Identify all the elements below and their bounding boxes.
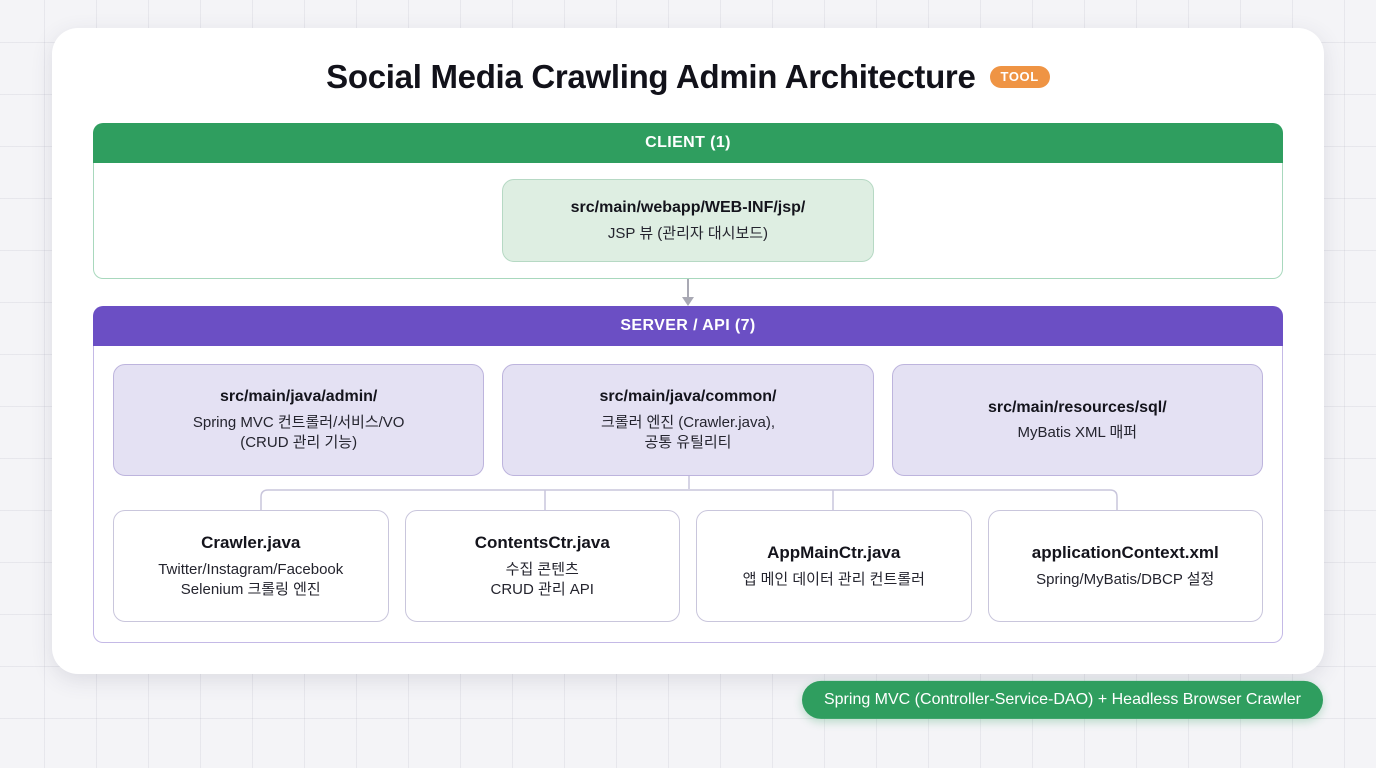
node-title: src/main/webapp/WEB-INF/jsp/ (570, 199, 806, 217)
node-desc: Spring/MyBatis/DBCP 설정 (1036, 570, 1215, 588)
tree-connector-lines (260, 476, 1118, 510)
page-title-row: Social Media Crawling Admin Architecture… (52, 28, 1324, 120)
tree-connectors (113, 476, 1263, 510)
node-desc: 앱 메인 데이터 관리 컨트롤러 (742, 570, 925, 588)
node-title: src/main/java/admin/ (219, 388, 378, 406)
arrow-line (687, 279, 689, 300)
architecture-board: Social Media Crawling Admin Architecture… (52, 28, 1324, 674)
section-client: CLIENT (1) src/main/webapp/WEB-INF/jsp/ … (93, 123, 1283, 279)
node-title: ContentsCtr.java (474, 532, 610, 552)
page-title: Social Media Crawling Admin Architecture (326, 58, 976, 95)
node-java-common[interactable]: src/main/java/common/ 크롤러 엔진 (Crawler.ja… (502, 364, 874, 476)
node-title: Crawler.java (201, 532, 301, 552)
footer-summary-pill: Spring MVC (Controller-Service-DAO) + He… (801, 680, 1323, 720)
node-desc: 크롤러 엔진 (Crawler.java), 공통 유틸리티 (600, 414, 775, 452)
node-applicationcontext-xml[interactable]: applicationContext.xml Spring/MyBatis/DB… (987, 510, 1263, 622)
node-jsp-view[interactable]: src/main/webapp/WEB-INF/jsp/ JSP 뷰 (관리자 … (502, 179, 874, 262)
section-server-heading: SERVER / API (7) (93, 306, 1283, 346)
server-top-row: src/main/java/admin/ Spring MVC 컨트롤러/서비스… (113, 364, 1263, 476)
section-server: SERVER / API (7) src/main/java/admin/ Sp… (93, 306, 1283, 643)
client-to-server-arrow (93, 279, 1283, 306)
node-java-admin[interactable]: src/main/java/admin/ Spring MVC 컨트롤러/서비스… (113, 364, 485, 476)
server-bottom-row: Crawler.java Twitter/Instagram/Facebook … (113, 510, 1263, 622)
section-server-body: src/main/java/admin/ Spring MVC 컨트롤러/서비스… (93, 346, 1283, 643)
node-contentsctr-java[interactable]: ContentsCtr.java 수집 콘텐츠 CRUD 관리 API (404, 510, 680, 622)
tool-badge: TOOL (989, 66, 1050, 88)
section-client-body: src/main/webapp/WEB-INF/jsp/ JSP 뷰 (관리자 … (93, 163, 1283, 279)
sections-container: CLIENT (1) src/main/webapp/WEB-INF/jsp/ … (93, 123, 1283, 643)
section-client-heading: CLIENT (1) (93, 123, 1283, 163)
node-title: src/main/resources/sql/ (987, 398, 1167, 416)
node-title: applicationContext.xml (1031, 542, 1219, 562)
node-desc: Twitter/Instagram/Facebook Selenium 크롤링 … (158, 560, 344, 598)
node-title: AppMainCtr.java (767, 542, 901, 562)
arrow-head-icon (682, 297, 694, 306)
node-desc: MyBatis XML 매퍼 (1017, 424, 1138, 442)
node-crawler-java[interactable]: Crawler.java Twitter/Instagram/Facebook … (113, 510, 389, 622)
node-appmainctr-java[interactable]: AppMainCtr.java 앱 메인 데이터 관리 컨트롤러 (696, 510, 972, 622)
node-desc: JSP 뷰 (관리자 대시보드) (607, 224, 769, 242)
node-title: src/main/java/common/ (599, 388, 777, 406)
node-desc: Spring MVC 컨트롤러/서비스/VO (CRUD 관리 기능) (192, 414, 405, 452)
node-desc: 수집 콘텐츠 CRUD 관리 API (490, 560, 594, 598)
node-resources-sql[interactable]: src/main/resources/sql/ MyBatis XML 매퍼 (891, 364, 1263, 476)
